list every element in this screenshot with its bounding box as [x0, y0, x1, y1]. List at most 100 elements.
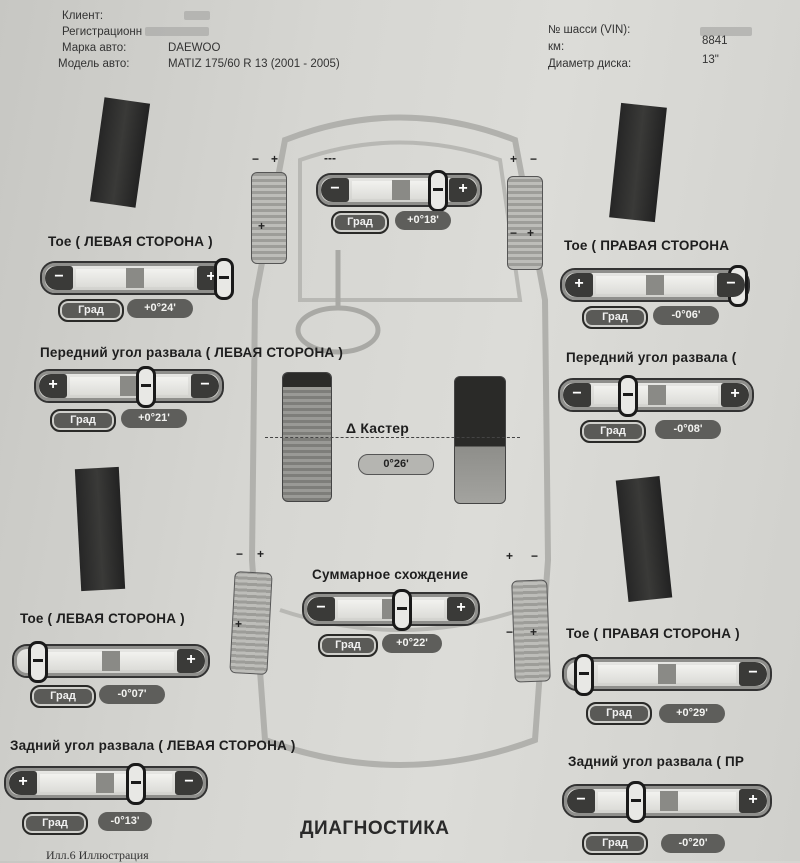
rear-left-camber-label: Задний угол развала ( ЛЕВАЯ СТОРОНА ) — [10, 738, 296, 753]
front-left-camber-gauge: + − — [34, 366, 224, 408]
toe-indicator-knob — [574, 654, 594, 696]
vin-value — [700, 24, 752, 40]
front-right-camber-label: Передний угол развала ( — [566, 350, 737, 365]
rr-plus-sign: + — [506, 549, 514, 563]
plus-icon: + — [9, 771, 37, 795]
km-label: км: — [548, 41, 565, 53]
camber-indicator-knob — [126, 763, 146, 805]
front-right-camber-gauge: − + — [558, 375, 754, 417]
caster-axis-line — [265, 437, 520, 438]
rear-total-toe-label: Суммарное схождение — [312, 567, 469, 582]
fr-plus-sign-low: + — [527, 226, 535, 240]
plus-icon: + — [721, 383, 749, 407]
rear-right-toe-label: Toe ( ПРАВАЯ СТОРОНА ) — [566, 626, 740, 641]
rear-right-toe-unit: Град — [586, 702, 652, 725]
front-right-camber-value: -0°08' — [655, 420, 721, 439]
front-total-toe-unit: Град — [331, 211, 389, 234]
rear-right-toe-gauge: − — [562, 654, 772, 696]
minus-icon: − — [175, 771, 203, 795]
rl-plus-sign-low: + — [235, 617, 243, 631]
fl-minus-sign: − — [252, 152, 260, 166]
rr-plus-sign-low: + — [530, 625, 538, 639]
front-right-camber-unit: Град — [580, 420, 646, 443]
rl-plus-sign: + — [257, 547, 265, 561]
caster-value: 0°26' — [358, 454, 434, 475]
front-left-toe-gauge: − + — [40, 258, 234, 300]
front-left-camber-label: Передний угол развала ( ЛЕВАЯ СТОРОНА ) — [40, 345, 344, 360]
rear-right-camber-value: -0°20' — [661, 834, 725, 853]
minus-icon: − — [563, 383, 591, 407]
rear-right-camber-unit: Град — [582, 832, 648, 855]
front-right-tire — [507, 176, 543, 270]
rim-label: Диаметр диска: — [548, 58, 632, 70]
km-value: 8841 — [702, 35, 728, 47]
rear-total-toe-unit: Град — [318, 634, 378, 657]
make-label: Марка авто: — [62, 42, 127, 54]
rear-left-toe-unit: Град — [30, 685, 96, 708]
caster-right-wheel — [454, 376, 506, 504]
fl-plus-sign: + — [271, 152, 279, 166]
fr-minus-sign-low: − — [510, 226, 518, 240]
camber-indicator-knob — [618, 375, 638, 417]
front-left-tire — [251, 172, 287, 264]
client-label: Клиент: — [62, 10, 104, 22]
toe-indicator-knob — [214, 258, 234, 300]
rr-minus-sign-low: − — [506, 625, 514, 639]
client-row: Клиент: — [62, 8, 211, 24]
minus-icon: − — [45, 266, 73, 290]
redacted-registration — [145, 27, 210, 37]
rear-right-toe-value: +0°29' — [659, 704, 725, 723]
fl-plus-sign-low: + — [258, 219, 266, 233]
model-value: MATIZ 175/60 R 13 (2001 - 2005) — [168, 58, 340, 70]
front-right-toe-gauge: + − — [560, 265, 750, 307]
front-dashes: --- — [324, 151, 336, 165]
rear-left-toe-gauge: + — [12, 641, 210, 683]
plus-icon: + — [449, 178, 477, 202]
rr-minus-sign: − — [531, 549, 539, 563]
registration-row: Регистрационн — [62, 24, 210, 40]
rear-total-toe-gauge: − + — [302, 589, 480, 631]
page-title: ДИАГНОСТИКА — [300, 818, 450, 839]
toe-indicator-knob — [428, 170, 448, 212]
front-left-camber-value: +0°21' — [121, 409, 187, 428]
minus-icon: − — [567, 789, 595, 813]
rear-left-toe-label: Toe ( ЛЕВАЯ СТОРОНА ) — [20, 611, 185, 626]
front-total-toe-value: +0°18' — [395, 211, 451, 230]
front-right-toe-unit: Град — [582, 306, 648, 329]
plus-icon: + — [39, 374, 67, 398]
rear-left-camber-unit: Град — [22, 812, 88, 835]
front-left-toe-unit: Град — [58, 299, 124, 322]
front-right-toe-label: Toe ( ПРАВАЯ СТОРОНА — [564, 238, 730, 253]
registration-label: Регистрационн — [62, 26, 143, 38]
rear-left-toe-value: -0°07' — [99, 685, 165, 704]
rear-left-camber-gauge: + − — [4, 763, 208, 805]
plus-icon: + — [739, 789, 767, 813]
camber-indicator-knob — [136, 366, 156, 408]
rear-left-camber-value: -0°13' — [98, 812, 152, 831]
front-left-toe-value: +0°24' — [127, 299, 193, 318]
minus-icon: − — [717, 273, 745, 297]
plus-icon: + — [447, 597, 475, 621]
rear-total-toe-value: +0°22' — [382, 634, 442, 653]
figure-caption: Илл.6 Иллюстрация — [46, 848, 149, 862]
minus-icon: − — [191, 374, 219, 398]
make-row: Марка авто: — [62, 40, 126, 56]
vin-label: № шасси (VIN): — [548, 24, 631, 36]
rear-right-camber-gauge: − + — [562, 781, 772, 823]
fr-minus-sign: − — [530, 152, 538, 166]
make-value: DAEWOO — [168, 42, 221, 54]
minus-icon: − — [321, 178, 349, 202]
rear-right-camber-label: Задний угол развала ( ПР — [568, 754, 745, 769]
front-total-toe-gauge: − + — [316, 170, 482, 212]
plus-icon: + — [565, 273, 593, 297]
minus-icon: − — [307, 597, 335, 621]
redacted-client — [184, 11, 211, 21]
rim-value: 13" — [702, 54, 719, 66]
rear-left-toe-indicator — [74, 466, 126, 592]
fr-plus-sign: + — [510, 152, 518, 166]
front-left-camber-unit: Град — [50, 409, 116, 432]
plus-icon: + — [177, 649, 205, 673]
minus-icon: − — [739, 662, 767, 686]
toe-indicator-knob — [392, 589, 412, 631]
rl-minus-sign: − — [236, 547, 244, 561]
